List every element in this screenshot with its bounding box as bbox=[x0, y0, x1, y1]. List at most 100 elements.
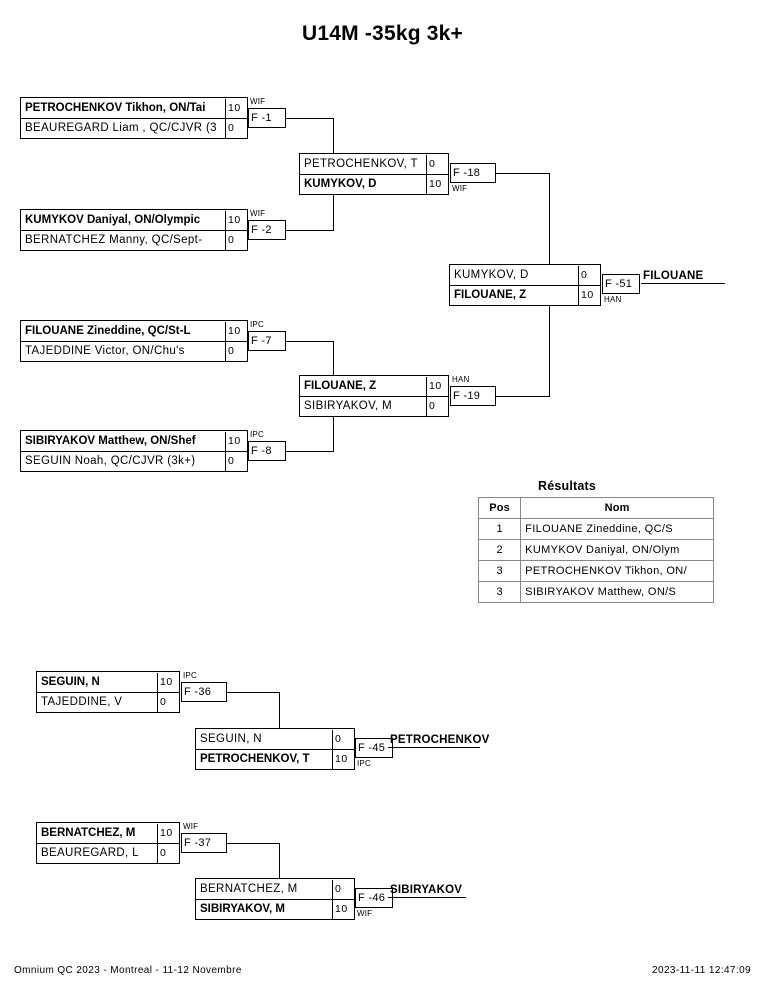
competitor-name: FILOUANE, Z bbox=[454, 289, 527, 301]
match-row-bottom[interactable]: TAJEDDINE Victor, ON/Chu's 0 bbox=[20, 341, 248, 362]
match-row-bottom[interactable]: SEGUIN Noah, QC/CJVR (3k+) 0 bbox=[20, 451, 248, 472]
competitor-score: 0 bbox=[225, 452, 247, 471]
match-row-top[interactable]: SEGUIN, N 10 bbox=[36, 671, 180, 692]
match-repechage-b2[interactable]: BERNATCHEZ, M 0 SIBIRYAKOV, M 10 bbox=[195, 878, 355, 920]
connector bbox=[286, 451, 333, 452]
competitor-name: SEGUIN Noah, QC/CJVR (3k+) bbox=[25, 455, 196, 467]
winner-label-final: FILOUANE bbox=[641, 270, 725, 284]
win-type-label: WIF bbox=[183, 822, 199, 831]
match-row-top[interactable]: KUMYKOV Daniyal, ON/Olympic 10 bbox=[20, 209, 248, 230]
result-position: 2 bbox=[477, 539, 522, 561]
competitor-score: 10 bbox=[578, 286, 600, 305]
win-type-label: WIF bbox=[357, 909, 373, 918]
competitor-score: 0 bbox=[332, 879, 354, 899]
fight-code: F -1 bbox=[248, 108, 286, 128]
match-r1m2[interactable]: KUMYKOV Daniyal, ON/Olympic 10 BERNATCHE… bbox=[20, 209, 248, 251]
match-row-bottom[interactable]: SIBIRYAKOV, M 0 bbox=[299, 396, 449, 417]
connector bbox=[227, 843, 279, 844]
table-row: 3 SIBIRYAKOV Matthew, ON/S bbox=[477, 581, 714, 603]
competitor-name: KUMYKOV Daniyal, ON/Olympic bbox=[25, 213, 201, 226]
win-type-label: IPC bbox=[250, 320, 264, 329]
competitor-name: TAJEDDINE, V bbox=[41, 696, 123, 708]
competitor-name: SEGUIN, N bbox=[200, 732, 262, 745]
competitor-score: 10 bbox=[426, 376, 448, 396]
match-row-top[interactable]: KUMYKOV, D 0 bbox=[449, 264, 601, 285]
match-row-top[interactable]: FILOUANE, Z 10 bbox=[299, 375, 449, 396]
competitor-score: 10 bbox=[225, 98, 247, 118]
match-row-bottom[interactable]: BEAUREGARD Liam , QC/CJVR (3 0 bbox=[20, 118, 248, 139]
competitor-name: FILOUANE Zineddine, QC/St-L bbox=[25, 324, 191, 337]
match-row-bottom[interactable]: TAJEDDINE, V 0 bbox=[36, 692, 180, 713]
table-row: 1 FILOUANE Zineddine, QC/S bbox=[477, 518, 714, 540]
competitor-name: BEAUREGARD, L bbox=[41, 847, 139, 859]
match-row-bottom[interactable]: SIBIRYAKOV, M 10 bbox=[195, 899, 355, 920]
result-position: 3 bbox=[477, 560, 522, 582]
result-position: 1 bbox=[477, 518, 522, 540]
table-row: 3 PETROCHENKOV Tikhon, ON/ bbox=[477, 560, 714, 582]
match-r1m3[interactable]: FILOUANE Zineddine, QC/St-L 10 TAJEDDINE… bbox=[20, 320, 248, 362]
column-header-pos: Pos bbox=[477, 497, 522, 519]
match-repechage-b1[interactable]: BERNATCHEZ, M 10 BEAUREGARD, L 0 bbox=[36, 822, 180, 864]
page-title: U14M -35kg 3k+ bbox=[302, 22, 463, 45]
competitor-name: BEAUREGARD Liam , QC/CJVR (3 bbox=[25, 122, 217, 134]
match-row-top[interactable]: BERNATCHEZ, M 0 bbox=[195, 878, 355, 899]
match-row-bottom[interactable]: BEAUREGARD, L 0 bbox=[36, 843, 180, 864]
winner-label-repechage-a: PETROCHENKOV bbox=[388, 734, 490, 748]
win-type-label: HAN bbox=[604, 295, 622, 304]
match-semifinal-1[interactable]: PETROCHENKOV, T 0 KUMYKOV, D 10 bbox=[299, 153, 449, 195]
match-semifinal-2[interactable]: FILOUANE, Z 10 SIBIRYAKOV, M 0 bbox=[299, 375, 449, 417]
connector bbox=[286, 341, 333, 342]
column-header-nom: Nom bbox=[520, 497, 714, 519]
competitor-name: TAJEDDINE Victor, ON/Chu's bbox=[25, 345, 185, 357]
result-name: SIBIRYAKOV Matthew, ON/S bbox=[520, 581, 714, 603]
fight-code: F -19 bbox=[450, 386, 496, 406]
match-row-bottom[interactable]: KUMYKOV, D 10 bbox=[299, 174, 449, 195]
match-final[interactable]: KUMYKOV, D 0 FILOUANE, Z 10 bbox=[449, 264, 601, 306]
competitor-name: SIBIRYAKOV, M bbox=[304, 400, 393, 412]
competitor-score: 10 bbox=[157, 672, 179, 692]
match-repechage-a1[interactable]: SEGUIN, N 10 TAJEDDINE, V 0 bbox=[36, 671, 180, 713]
fight-code: F -46 bbox=[355, 888, 393, 908]
match-r1m1[interactable]: PETROCHENKOV Tikhon, ON/Tai 10 BEAUREGAR… bbox=[20, 97, 248, 139]
win-type-label: WIF bbox=[452, 184, 468, 193]
result-name: FILOUANE Zineddine, QC/S bbox=[520, 518, 714, 540]
result-position: 3 bbox=[477, 581, 522, 603]
competitor-name: KUMYKOV, D bbox=[454, 268, 529, 281]
match-row-bottom[interactable]: BERNATCHEZ Manny, QC/Sept- 0 bbox=[20, 230, 248, 251]
competitor-name: SIBIRYAKOV, M bbox=[200, 903, 285, 915]
competitor-name: BERNATCHEZ Manny, QC/Sept- bbox=[25, 234, 203, 246]
connector bbox=[496, 396, 549, 397]
competitor-name: BERNATCHEZ, M bbox=[200, 882, 298, 895]
competitor-score: 0 bbox=[157, 844, 179, 863]
match-row-top[interactable]: PETROCHENKOV Tikhon, ON/Tai 10 bbox=[20, 97, 248, 118]
competitor-score: 0 bbox=[578, 265, 600, 285]
match-row-bottom[interactable]: FILOUANE, Z 10 bbox=[449, 285, 601, 306]
result-name: KUMYKOV Daniyal, ON/Olym bbox=[520, 539, 714, 561]
competitor-score: 0 bbox=[426, 397, 448, 416]
winner-label-repechage-b: SIBIRYAKOV bbox=[388, 884, 466, 898]
results-heading: Résultats bbox=[538, 479, 597, 493]
connector bbox=[496, 173, 549, 174]
match-row-top[interactable]: SEGUIN, N 0 bbox=[195, 728, 355, 749]
fight-code: F -45 bbox=[355, 738, 393, 758]
competitor-score: 10 bbox=[225, 431, 247, 451]
competitor-score: 0 bbox=[332, 729, 354, 749]
table-header-row: Pos Nom bbox=[477, 497, 714, 519]
match-row-bottom[interactable]: PETROCHENKOV, T 10 bbox=[195, 749, 355, 770]
competitor-name: KUMYKOV, D bbox=[304, 178, 377, 190]
fight-code: F -36 bbox=[181, 682, 227, 702]
match-r1m4[interactable]: SIBIRYAKOV Matthew, ON/Shef 10 SEGUIN No… bbox=[20, 430, 248, 472]
fight-code: F -2 bbox=[248, 220, 286, 240]
connector bbox=[333, 341, 334, 395]
footer-timestamp: 2023-11-11 12:47:09 bbox=[652, 965, 751, 976]
match-row-top[interactable]: SIBIRYAKOV Matthew, ON/Shef 10 bbox=[20, 430, 248, 451]
fight-code: F -18 bbox=[450, 163, 496, 183]
match-row-top[interactable]: BERNATCHEZ, M 10 bbox=[36, 822, 180, 843]
results-table: Pos Nom 1 FILOUANE Zineddine, QC/S 2 KUM… bbox=[477, 497, 714, 603]
match-row-top[interactable]: FILOUANE Zineddine, QC/St-L 10 bbox=[20, 320, 248, 341]
fight-code: F -8 bbox=[248, 441, 286, 461]
match-row-top[interactable]: PETROCHENKOV, T 0 bbox=[299, 153, 449, 174]
competitor-score: 10 bbox=[426, 175, 448, 194]
competitor-score: 0 bbox=[157, 693, 179, 712]
match-repechage-a2[interactable]: SEGUIN, N 0 PETROCHENKOV, T 10 bbox=[195, 728, 355, 770]
